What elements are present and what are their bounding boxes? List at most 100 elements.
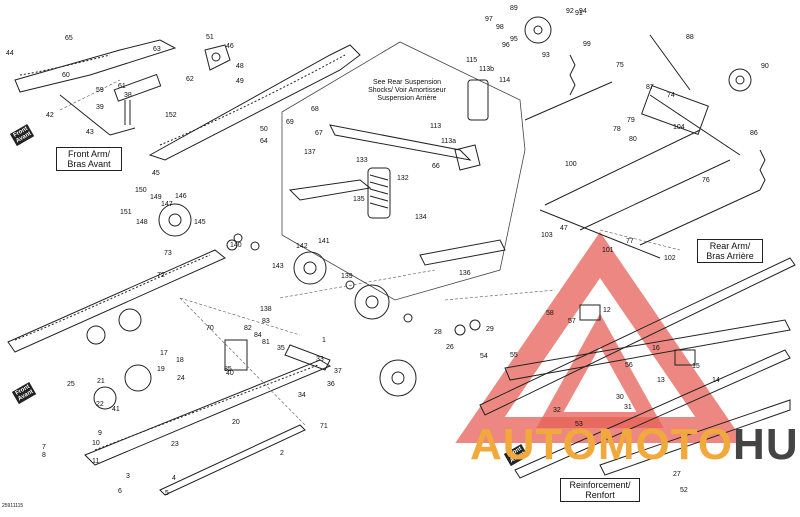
part-number-label: 13 bbox=[657, 377, 665, 384]
part-number-label: 147 bbox=[161, 201, 173, 208]
part-number-label: 84 bbox=[254, 332, 262, 339]
part-number-label: 15 bbox=[692, 363, 700, 370]
part-number-label: 149 bbox=[150, 194, 162, 201]
part-number-label: 44 bbox=[6, 50, 14, 57]
part-number-label: 78 bbox=[613, 126, 621, 133]
part-number-label: 29 bbox=[486, 326, 494, 333]
part-number-label: 79 bbox=[627, 117, 635, 124]
part-number-label: 1 bbox=[322, 337, 326, 344]
watermark-logo bbox=[455, 232, 745, 443]
part-number-label: 60 bbox=[62, 72, 70, 79]
rear-shock-note-line2: Shocks/ Voir Amortisseur bbox=[368, 87, 446, 94]
part-number-label: 140 bbox=[230, 242, 242, 249]
part-number-label: 133 bbox=[356, 157, 368, 164]
part-number-label: 49 bbox=[236, 78, 244, 85]
part-number-label: 98 bbox=[496, 24, 504, 31]
part-number-label: 55 bbox=[510, 352, 518, 359]
part-number-label: 103 bbox=[541, 232, 553, 239]
part-number-label: 113b bbox=[479, 66, 495, 73]
part-number-label: 77 bbox=[626, 238, 634, 245]
part-number-label: 75 bbox=[616, 62, 624, 69]
part-number-label: 72 bbox=[157, 272, 165, 279]
part-number-label: 41 bbox=[112, 406, 120, 413]
left-rail-assembly bbox=[7, 203, 238, 353]
part-number-label: 2 bbox=[280, 450, 284, 457]
reinforcement-label-en: Reinforcement/ bbox=[569, 480, 631, 490]
part-number-label: 61 bbox=[118, 83, 126, 90]
part-number-label: 114 bbox=[499, 77, 511, 84]
part-number-label: 17 bbox=[160, 350, 168, 357]
rear-arm-label-en: Rear Arm/ bbox=[709, 241, 751, 251]
front-arm-label-en: Front Arm/ bbox=[67, 149, 110, 159]
reinforcement-label-fr: Renfort bbox=[585, 490, 615, 500]
watermark-dark: HUB bbox=[733, 420, 800, 469]
part-number-label: 8 bbox=[42, 452, 46, 459]
part-number-label: 93 bbox=[542, 52, 550, 59]
leader-lines bbox=[59, 79, 681, 426]
lower-rail-assembly bbox=[84, 339, 332, 496]
part-number-label: 115 bbox=[466, 57, 478, 64]
part-number-label: 83 bbox=[262, 318, 270, 325]
part-number-label: 38 bbox=[124, 92, 132, 99]
part-number-label: 70 bbox=[206, 325, 214, 332]
part-number-label: 142 bbox=[296, 243, 308, 250]
part-number-label: 81 bbox=[262, 339, 270, 346]
part-number-label: 4 bbox=[172, 475, 176, 482]
part-number-label: 42 bbox=[46, 112, 54, 119]
rear-shock-note: See Rear Suspension Shocks/ Voir Amortis… bbox=[363, 78, 451, 104]
rear-arm-assembly bbox=[524, 16, 766, 259]
part-number-label: 135 bbox=[353, 196, 365, 203]
front-arm-assembly bbox=[14, 39, 361, 161]
part-number-label: 33 bbox=[316, 356, 324, 363]
front-arm-callout: Front Arm/ Bras Avant bbox=[56, 147, 122, 171]
part-number-label: 19 bbox=[157, 366, 165, 373]
part-number-label: 85 bbox=[224, 366, 232, 373]
part-number-label: 43 bbox=[86, 129, 94, 136]
rear-shock-assembly bbox=[288, 79, 506, 266]
part-number-label: 95 bbox=[510, 36, 518, 43]
rear-shock-note-line1: See Rear Suspension bbox=[372, 79, 442, 86]
part-number-label: 35 bbox=[277, 345, 285, 352]
part-number-label: 66 bbox=[432, 163, 440, 170]
idler-wheels bbox=[233, 233, 417, 397]
part-number-label: 138 bbox=[260, 306, 272, 313]
part-number-label: 91 bbox=[575, 10, 583, 17]
right-rail-assembly bbox=[454, 257, 796, 479]
part-number-label: 150 bbox=[135, 187, 147, 194]
part-number-label: 7 bbox=[42, 444, 46, 451]
part-number-label: 86 bbox=[750, 130, 758, 137]
part-number-label: 11 bbox=[92, 458, 100, 465]
part-number-label: 137 bbox=[304, 149, 316, 156]
part-number-label: 99 bbox=[583, 41, 591, 48]
part-number-label: 87 bbox=[646, 84, 654, 91]
rear-shock-note-line3: Suspension Arrière bbox=[377, 95, 437, 102]
part-number-label: 64 bbox=[260, 138, 268, 145]
part-number-label: 113 bbox=[430, 123, 442, 130]
part-number-label: 113a bbox=[441, 138, 457, 145]
part-number-label: 68 bbox=[311, 106, 319, 113]
part-number-label: 18 bbox=[176, 357, 184, 364]
part-number-label: 53 bbox=[575, 421, 583, 428]
part-number-label: 23 bbox=[171, 441, 179, 448]
part-number-label: 146 bbox=[175, 193, 187, 200]
part-number-label: 132 bbox=[397, 175, 409, 182]
part-number-label: 139 bbox=[341, 273, 353, 280]
part-number-label: 31 bbox=[624, 404, 632, 411]
part-number-label: 57 bbox=[568, 318, 576, 325]
part-number-label: 28 bbox=[434, 329, 442, 336]
part-number-label: 58 bbox=[546, 310, 554, 317]
part-number-label: 62 bbox=[186, 76, 194, 83]
part-number-label: 37 bbox=[334, 368, 342, 375]
part-number-label: 47 bbox=[560, 225, 568, 232]
part-number-label: 151 bbox=[120, 209, 132, 216]
part-number-label: 104 bbox=[673, 124, 685, 131]
part-number-label: 152 bbox=[165, 112, 177, 119]
part-number-label: 96 bbox=[502, 42, 510, 49]
part-number-label: 88 bbox=[686, 34, 694, 41]
part-number-label: 82 bbox=[244, 325, 252, 332]
part-number-label: 52 bbox=[680, 487, 688, 494]
part-number-label: 3 bbox=[126, 473, 130, 480]
part-number-label: 92 bbox=[566, 8, 574, 15]
part-number-label: 56 bbox=[625, 362, 633, 369]
